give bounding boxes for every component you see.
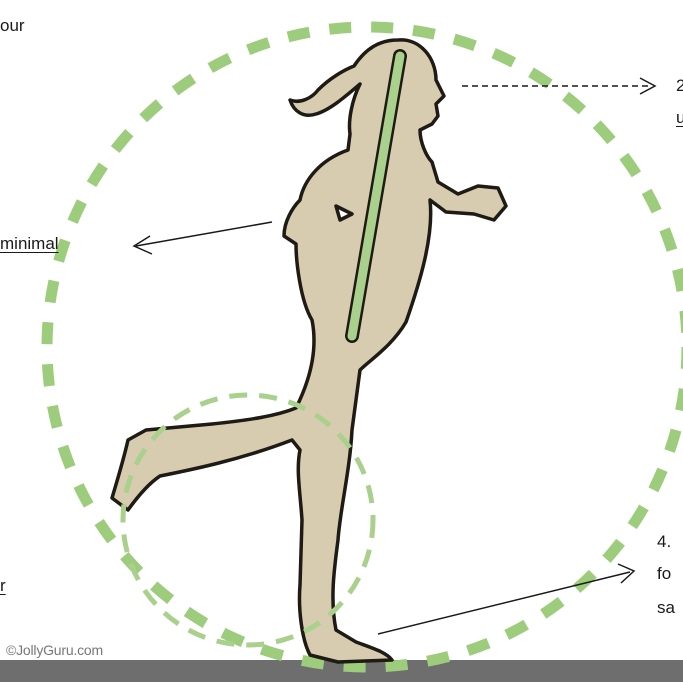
label-bottom-left: r — [0, 576, 6, 596]
label-top-left: our — [0, 16, 25, 36]
foot-arrow-line — [378, 572, 630, 634]
copyright-credit: ©JollyGuru.com — [6, 642, 103, 658]
label-top-right-number: 2 — [676, 76, 683, 96]
label-top-right-fragment: u — [676, 108, 683, 128]
label-bottom-right-line2: fo — [657, 564, 671, 584]
label-left-minimal: minimal — [0, 234, 59, 254]
arm-arrow-line — [136, 222, 272, 246]
label-bottom-right-line1: 4. — [657, 532, 671, 552]
label-bottom-right-line3: sa — [657, 598, 675, 618]
runner-silhouette — [112, 40, 506, 662]
runner-body — [112, 40, 506, 662]
